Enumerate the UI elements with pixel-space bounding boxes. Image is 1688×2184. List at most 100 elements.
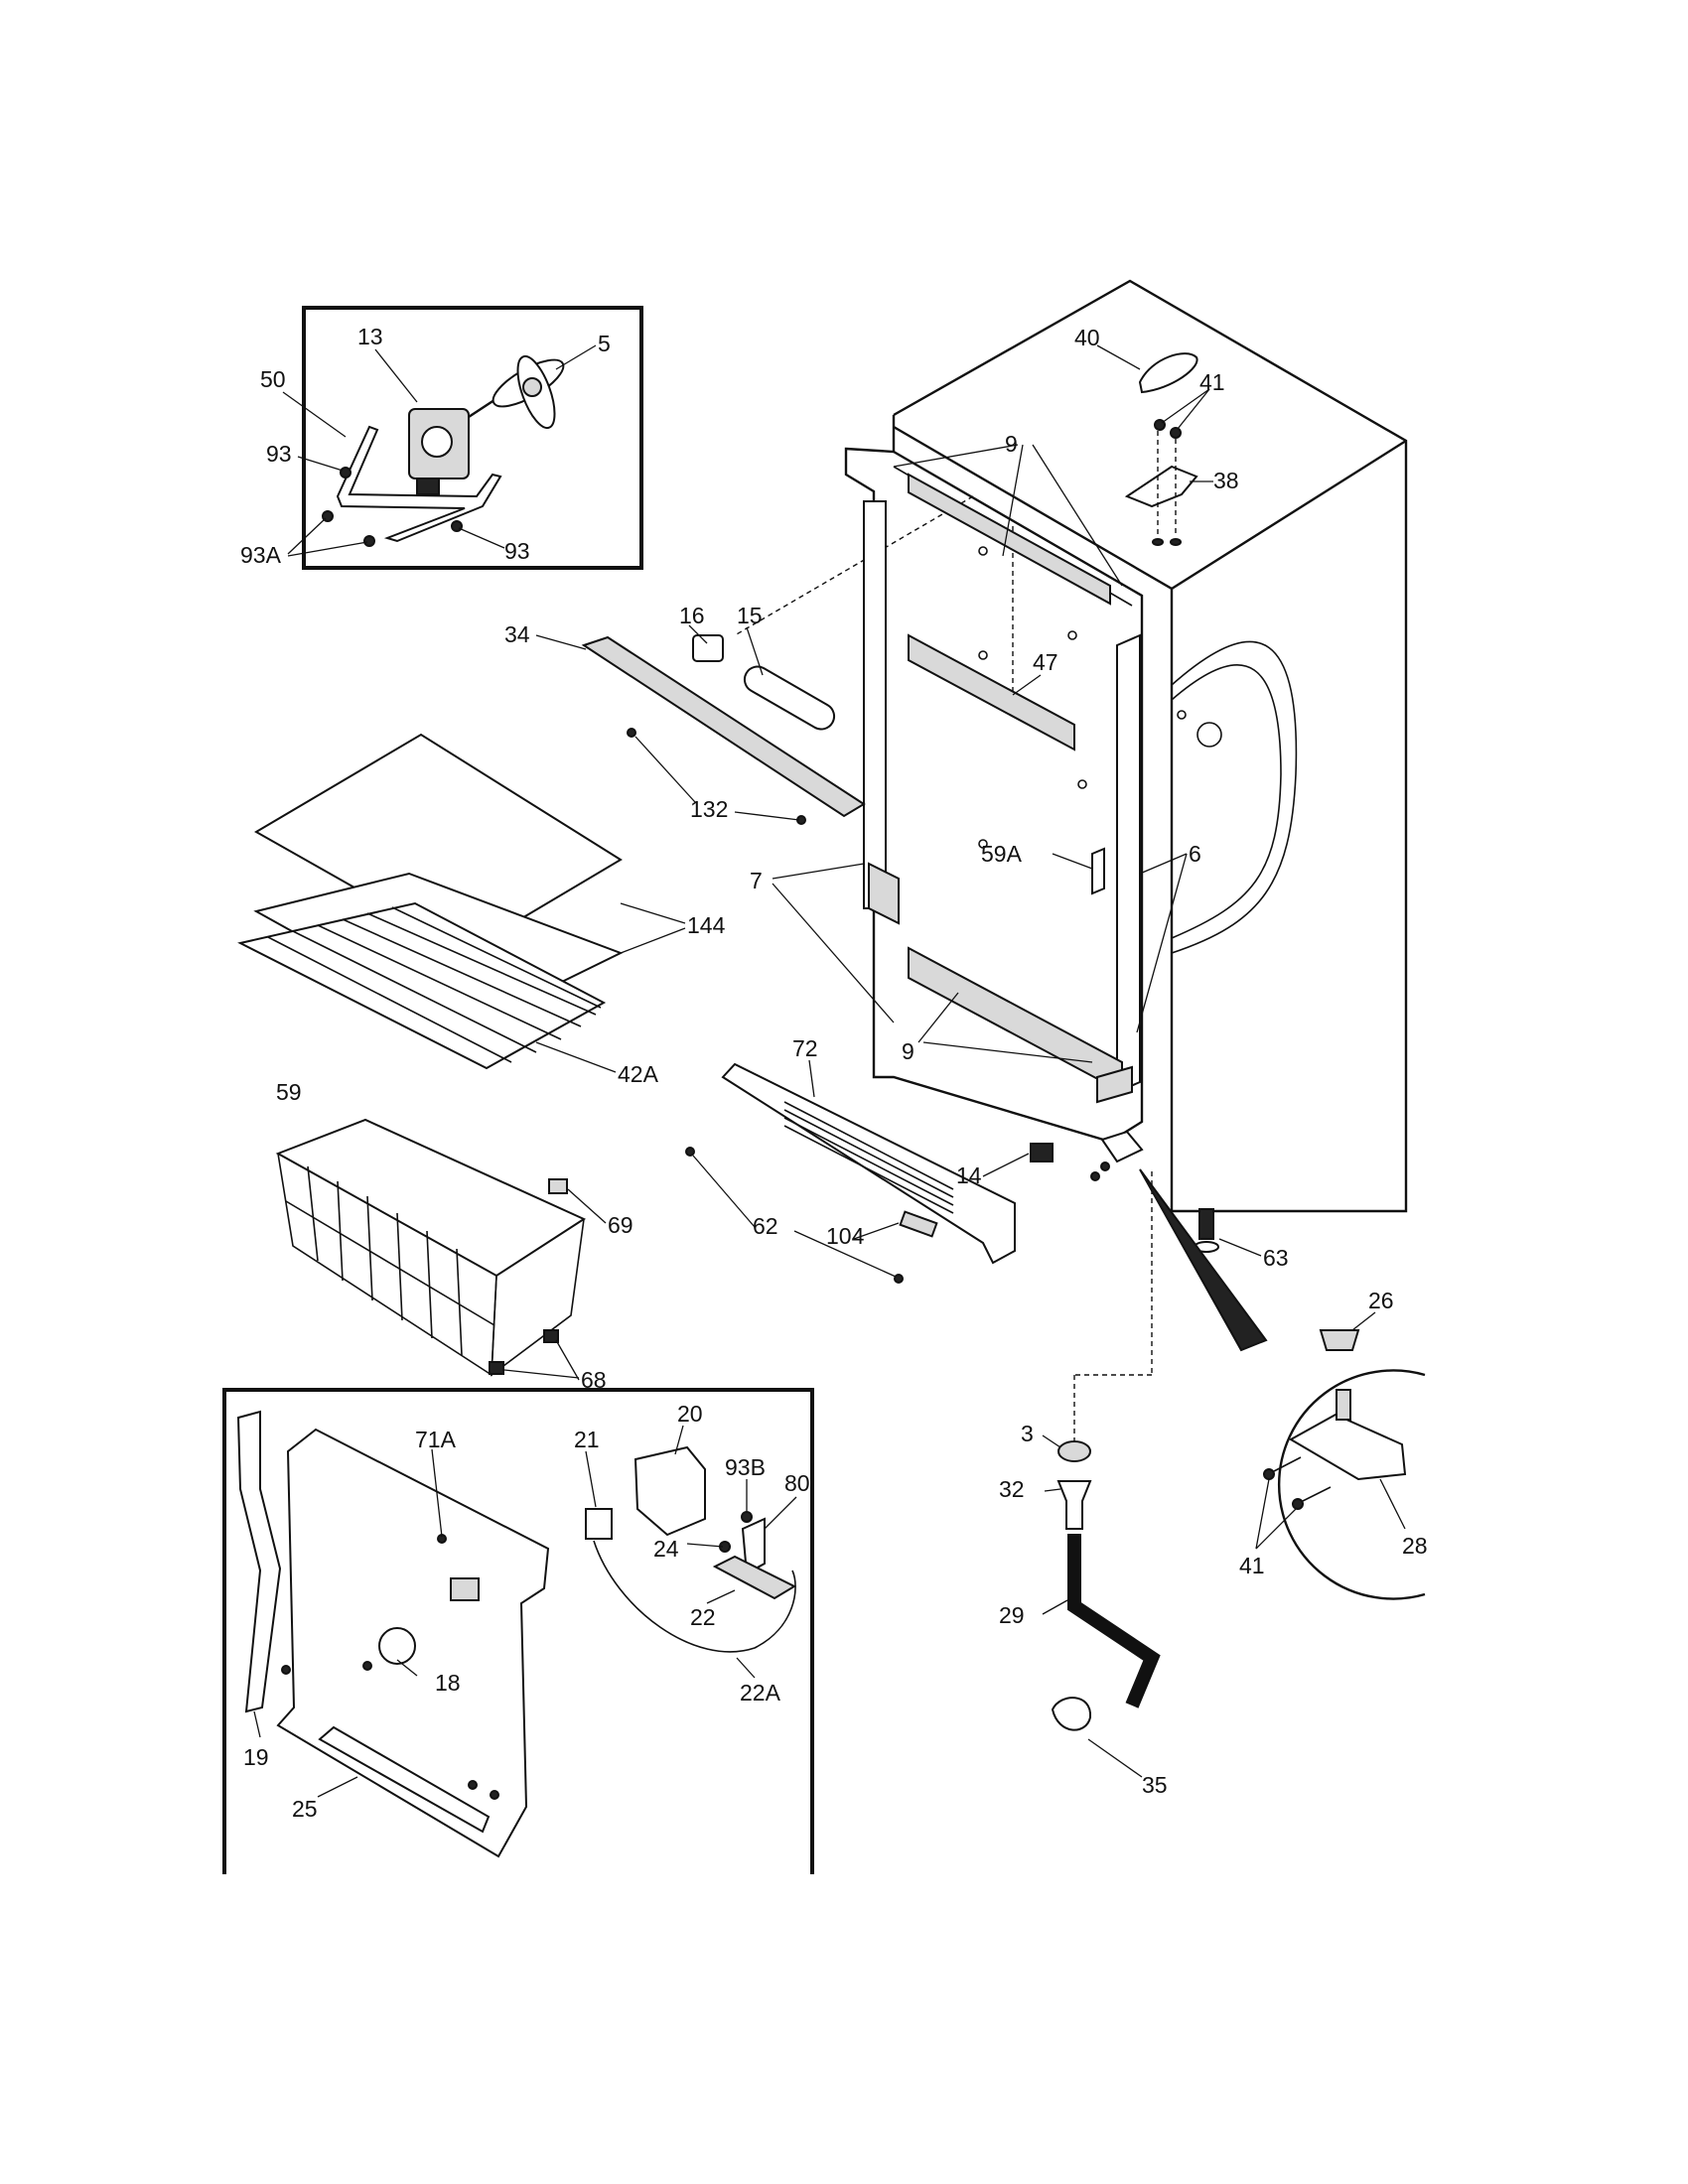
callout-34: 34 (504, 621, 530, 647)
callout-15: 15 (737, 603, 763, 628)
motor-terminals (416, 478, 440, 495)
fan-motor-hub (421, 426, 453, 458)
hinge-bushing (1319, 1329, 1360, 1351)
cover-slot (318, 1725, 491, 1834)
inset-frame-bottom (222, 1388, 814, 1874)
leveling-leg (1198, 1208, 1214, 1240)
hinge-pin (1091, 847, 1105, 895)
corner-block (868, 862, 900, 925)
inset-evaporator-cover: 71A 21 20 93B 80 24 22 18 22A 19 25 (222, 1388, 814, 1874)
hinge-plate (1288, 1413, 1407, 1481)
drain-hose (1067, 1534, 1161, 1708)
inset-frame-top (302, 306, 643, 570)
callout-20: 20 (677, 1401, 703, 1427)
toe-grille: 72 104 62 14 63 (685, 1035, 1289, 1444)
callout-93A: 93A (240, 542, 282, 568)
toe-grille-body (721, 1062, 1016, 1265)
screw-icon (281, 1665, 291, 1675)
callout-93B: 93B (725, 1454, 766, 1480)
basket-clip (489, 1361, 504, 1375)
callout-62: 62 (753, 1213, 778, 1239)
callout-69: 69 (608, 1212, 633, 1238)
callout-71A: 71A (415, 1427, 457, 1452)
door-switch (1030, 1143, 1054, 1162)
screw-icon (451, 520, 463, 532)
callout-6: 6 (1189, 841, 1201, 867)
callout-22: 22 (690, 1604, 716, 1630)
wire-basket: 59 69 68 (275, 1079, 633, 1393)
shelf-support-top (908, 473, 1111, 606)
cover-gasket (236, 1410, 282, 1713)
callout-26: 26 (1368, 1288, 1394, 1313)
callout-16: 16 (679, 603, 705, 628)
motor-bracket (336, 425, 502, 543)
callout-104: 104 (826, 1223, 865, 1249)
screw-icon (1090, 1171, 1100, 1181)
drain-clamp (1051, 1697, 1092, 1731)
corner-block (1096, 1065, 1133, 1104)
screw-icon (1263, 1468, 1275, 1480)
screw-icon (627, 728, 636, 738)
callout-32: 32 (999, 1476, 1025, 1502)
screw-icon (1170, 427, 1182, 439)
thermostat-knob (378, 1627, 416, 1665)
screw-icon (363, 535, 375, 547)
callout-59: 59 (276, 1079, 302, 1105)
screw-icon (490, 1790, 499, 1800)
shelf-rail (908, 633, 1075, 751)
inset-fan-motor: 13 5 50 93 93A 93 (240, 306, 643, 570)
defrost-heater (712, 1555, 797, 1600)
detail-circle (1277, 1369, 1426, 1600)
callout-9-top: 9 (1005, 431, 1018, 457)
hinge-pin (1336, 1389, 1351, 1421)
screw-icon (1100, 1161, 1110, 1171)
callout-41-top: 41 (1199, 369, 1225, 395)
shelf-support-bottom (908, 946, 1123, 1094)
bottom-hinge (1100, 1130, 1144, 1163)
top-hinge (1124, 465, 1198, 508)
fan-blade (492, 354, 565, 430)
cabinet: 9 40 41 38 47 59A 6 7 9 (734, 279, 1408, 1213)
drain-tube (1056, 1480, 1092, 1530)
callout-42A: 42A (618, 1061, 659, 1087)
callout-50: 50 (260, 366, 286, 392)
defrost-timer (633, 1445, 706, 1537)
callout-59A: 59A (981, 841, 1023, 867)
thermostat-control (585, 1508, 613, 1540)
callout-35: 35 (1142, 1772, 1168, 1798)
callout-132: 132 (690, 796, 728, 822)
callout-24: 24 (653, 1536, 679, 1562)
callout-80: 80 (784, 1470, 810, 1496)
light-socket (692, 634, 724, 662)
callout-21: 21 (574, 1427, 600, 1452)
shelves: 144 42A (237, 733, 726, 1087)
callout-22A: 22A (740, 1680, 781, 1706)
callout-13: 13 (357, 324, 383, 349)
basket-stop (548, 1178, 568, 1194)
screw-icon (1292, 1498, 1304, 1510)
callout-93-right: 93 (504, 538, 530, 564)
screw-icon (685, 1147, 695, 1157)
drain-plug (1057, 1440, 1091, 1462)
callout-28: 28 (1402, 1533, 1428, 1559)
callout-41-detail: 41 (1239, 1553, 1265, 1578)
basket-top (275, 1118, 587, 1278)
breaker-strip-right (1116, 633, 1141, 1094)
hinge-detail: 26 41 28 (1139, 1168, 1428, 1600)
callout-25: 25 (292, 1796, 318, 1822)
callout-3: 3 (1021, 1421, 1034, 1446)
callout-7: 7 (750, 868, 763, 893)
callout-144: 144 (687, 912, 726, 938)
light-shield (581, 635, 866, 818)
callout-5: 5 (598, 331, 611, 356)
callout-93-left: 93 (266, 441, 292, 467)
drain-assembly: 3 32 29 35 (999, 1421, 1168, 1798)
screw-icon (362, 1661, 372, 1671)
grille-clip (899, 1210, 938, 1238)
callout-72: 72 (792, 1035, 818, 1061)
screw-icon (340, 467, 352, 478)
screw-icon (894, 1274, 904, 1284)
light-assembly: 16 15 34 132 (504, 603, 866, 825)
callout-14: 14 (956, 1162, 982, 1188)
